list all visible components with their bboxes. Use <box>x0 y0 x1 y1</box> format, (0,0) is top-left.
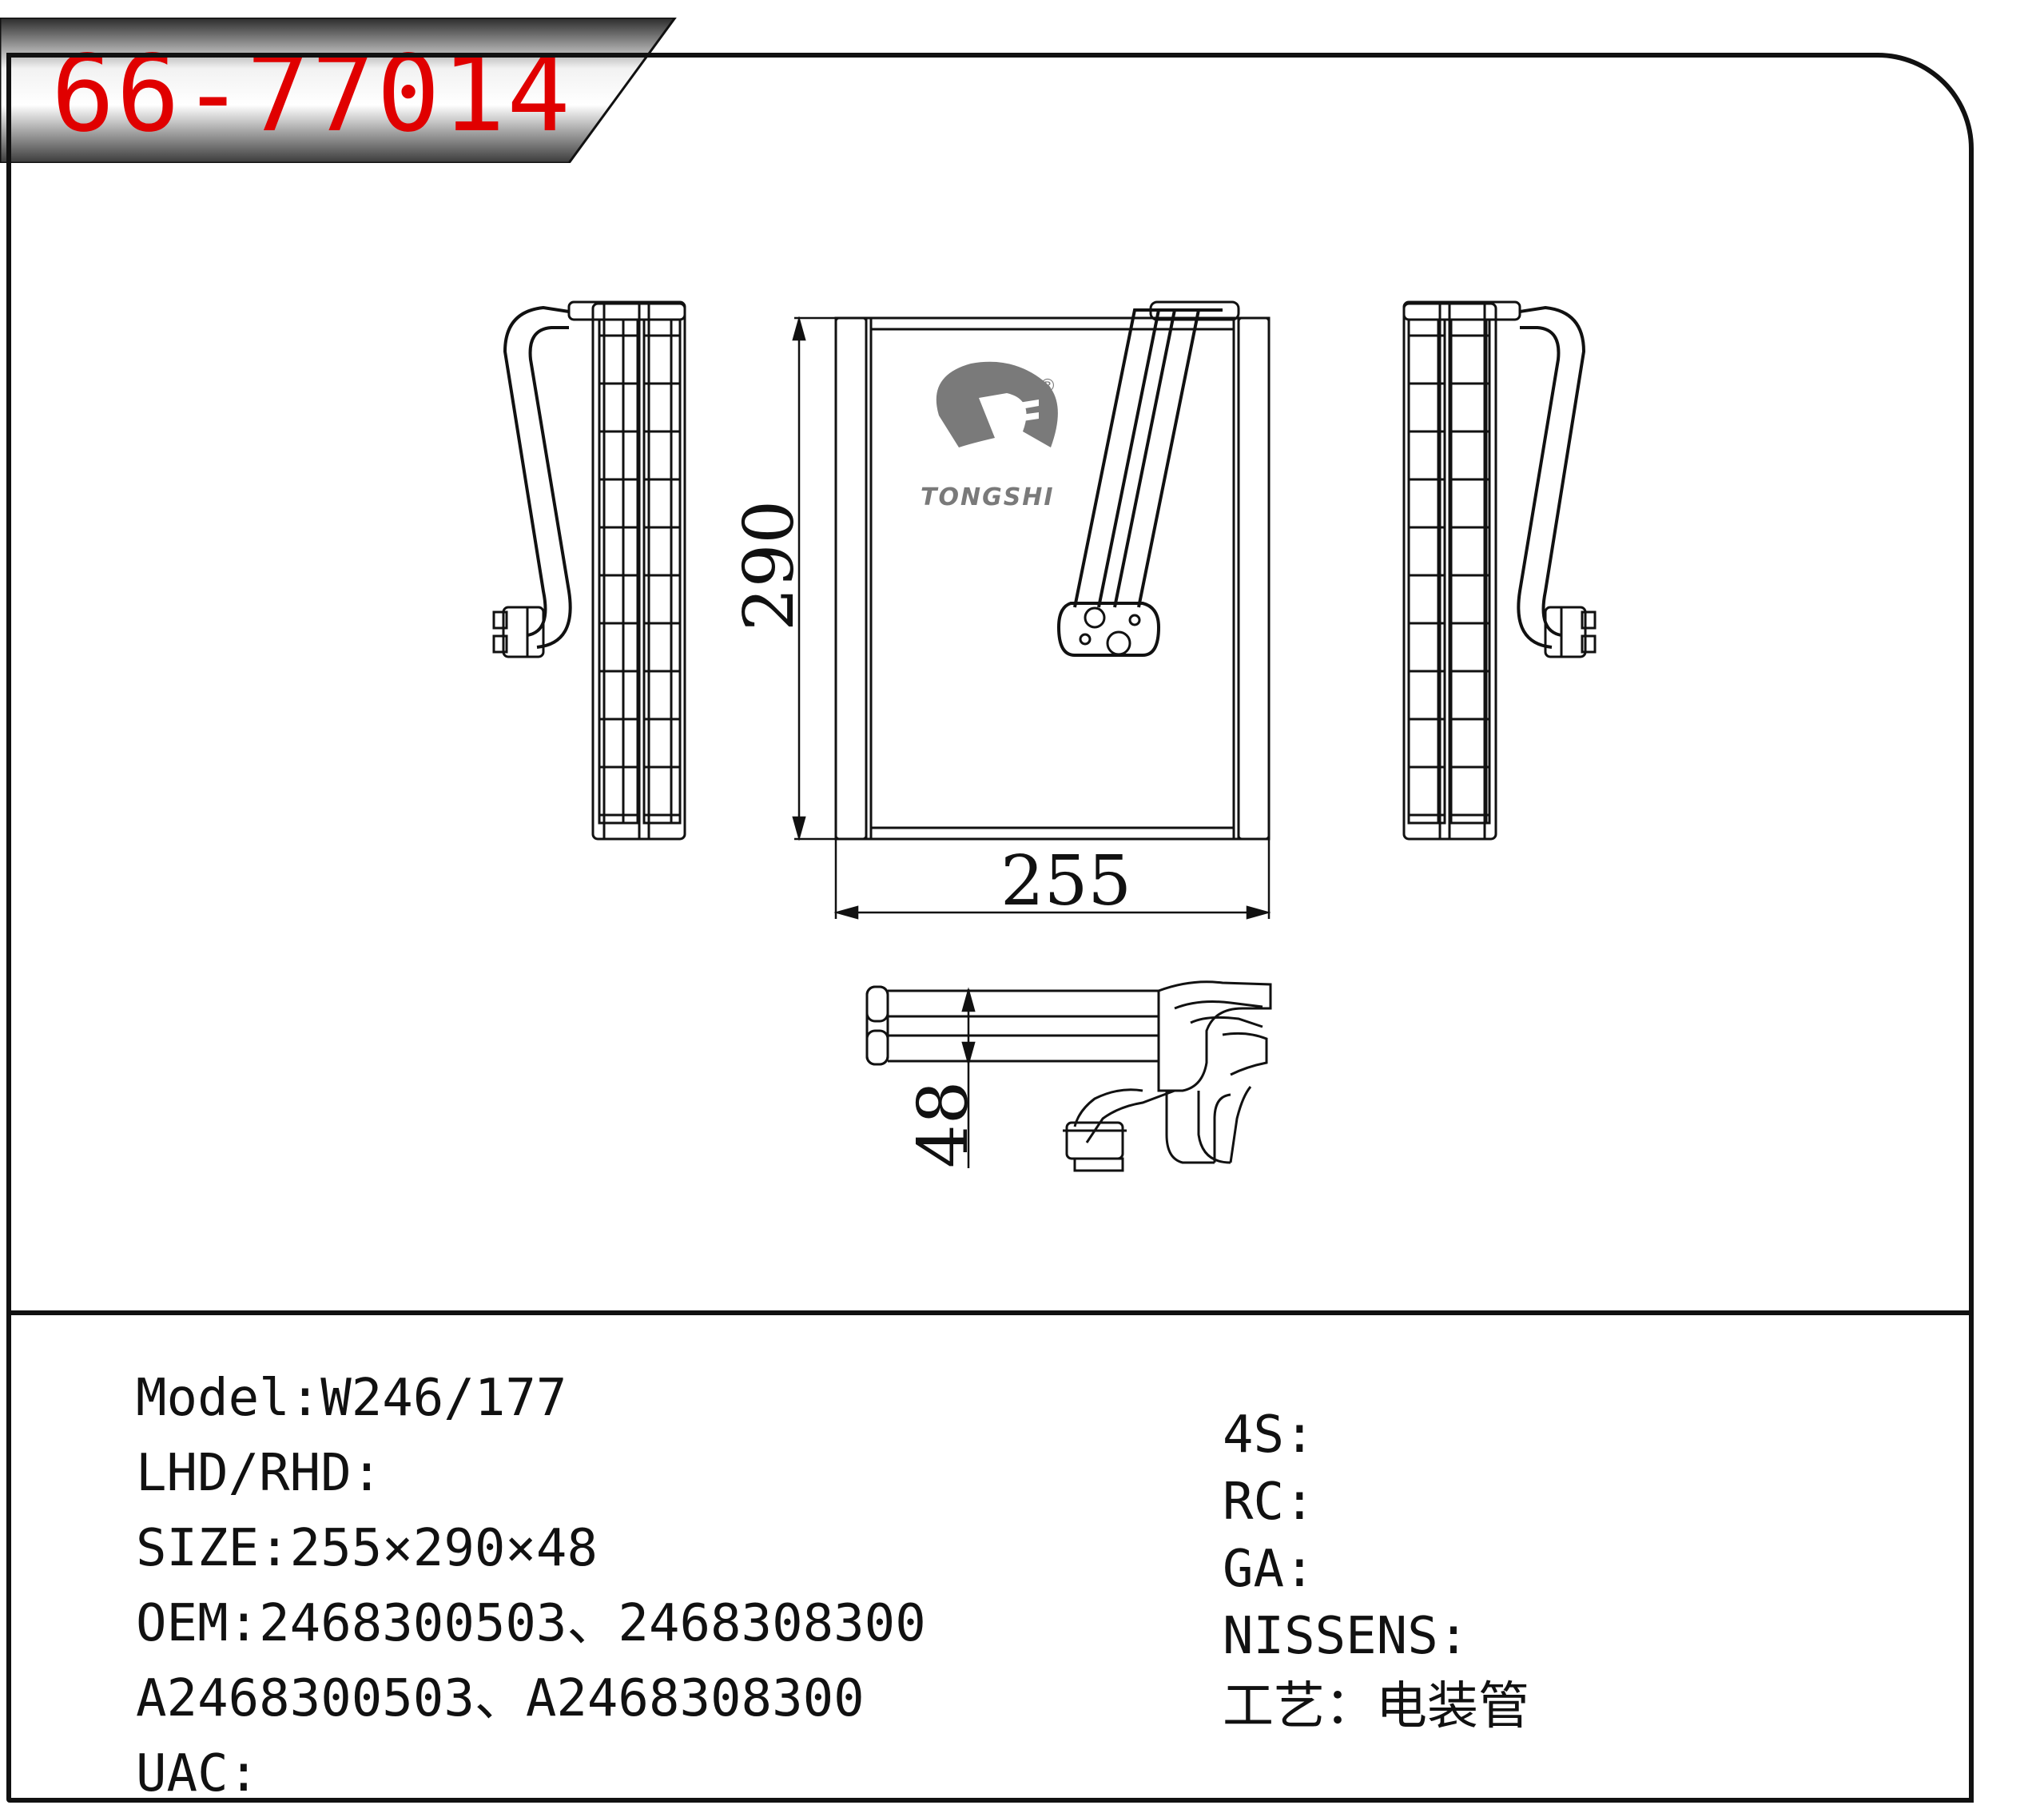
height-label: 290 <box>730 500 809 631</box>
registered-mark: ® <box>1039 376 1056 396</box>
spec-model: Model:W246/177 <box>136 1369 567 1428</box>
width-label: 255 <box>1000 841 1131 921</box>
spec-lhd-rhd: LHD/RHD: <box>136 1444 383 1503</box>
part-number-title: 66-77014 <box>51 33 572 156</box>
depth-dimension <box>961 987 976 1168</box>
spec-nissens: NISSENS: <box>1223 1607 1469 1666</box>
spec-uac: UAC: <box>136 1744 260 1803</box>
outer-frame <box>6 53 1974 1803</box>
spec-ga: GA: <box>1223 1540 1315 1599</box>
width-dimension <box>833 839 1271 920</box>
front-view <box>834 300 1271 841</box>
logo-brand-text: TONGSHI <box>921 483 1055 511</box>
top-view <box>865 980 1272 1172</box>
spec-size: SIZE:255×290×48 <box>136 1519 598 1578</box>
spec-oem: OEM:2468300503、2468308300 <box>136 1594 926 1653</box>
spec-4s: 4S: <box>1223 1405 1315 1465</box>
height-dimension <box>792 316 836 841</box>
technical-drawing: ® TONGSHI 290 255 <box>492 300 1597 1172</box>
spec-oem-continued: A2468300503、A2468308300 <box>136 1669 865 1728</box>
tongshi-logo: ® TONGSHI <box>921 361 1058 511</box>
right-side-view <box>1402 300 1597 841</box>
spec-process: 工艺：电装管 <box>1223 1677 1529 1736</box>
left-side-view <box>492 300 686 841</box>
depth-label: 48 <box>904 1081 984 1168</box>
spec-rc: RC: <box>1223 1473 1315 1532</box>
section-divider <box>6 1310 1974 1315</box>
